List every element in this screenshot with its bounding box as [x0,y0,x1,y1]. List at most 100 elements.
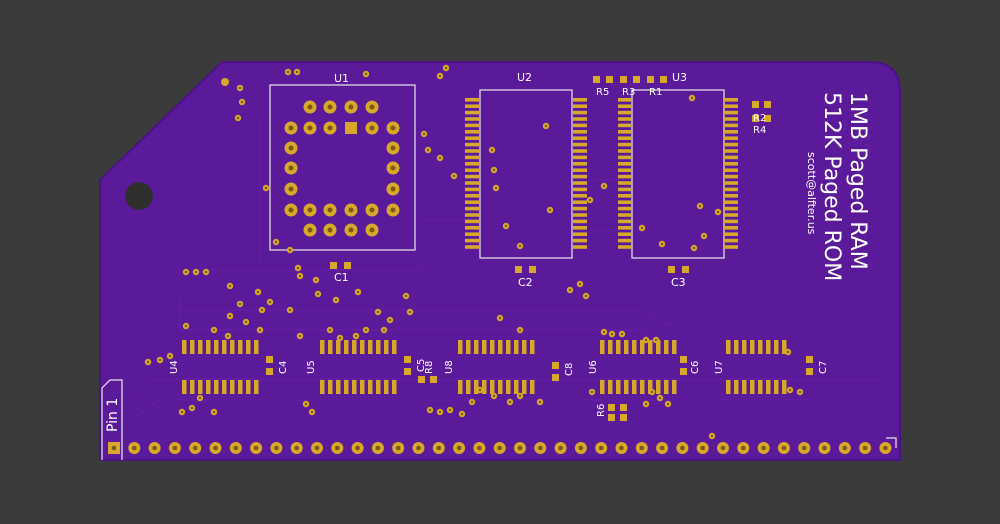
u2-pad [573,219,587,224]
passive-pads [266,76,813,421]
u1-pin1-pad [345,122,357,134]
via-hole [448,408,452,412]
u4-pad [246,340,251,354]
edge-hole [781,445,787,451]
label-u3: U3 [672,71,687,84]
label-r8: R8 [424,361,435,374]
via-hole [238,302,242,306]
u5-pad [328,380,333,394]
u5-pad [336,380,341,394]
u6-pad [600,380,605,394]
u2-pad [465,136,479,140]
u6-pad [640,380,645,394]
u2-pad [573,226,587,230]
u1-pin-hole [390,165,396,171]
u3-pad [724,238,738,243]
via-hole [438,410,442,414]
u8-pad [514,340,519,354]
u8-pad [514,380,519,394]
u3-pad [724,155,738,160]
edge-hole [822,445,827,451]
u4-pad [222,380,227,394]
via-hole [452,174,456,178]
u1-pin-hole [327,207,333,213]
u7-pad [782,380,787,394]
u6-pad [616,380,621,394]
u5-pad [328,340,333,354]
u2-pad [573,168,587,172]
via-hole [295,70,299,74]
edge-hole [842,445,848,451]
u2-pad [465,142,479,147]
u8-pad [522,380,527,394]
edge-hole [801,445,807,451]
u6-pad [600,340,605,354]
u4-pad [198,340,203,354]
u4-pad [206,380,211,394]
u5-pad [384,340,389,354]
u3-pad [724,232,738,236]
u4-pad [222,340,227,354]
u6-pad [624,340,629,354]
via-hole [654,338,658,342]
via-hole [492,394,496,398]
u2-pad [465,232,479,236]
via-hole [404,294,408,298]
via-hole [364,72,368,76]
u3-pad [724,117,738,121]
via-hole [238,86,242,90]
via-hole [338,336,342,340]
via-hole [146,360,150,364]
via-hole [298,334,302,338]
u6-pad [640,340,645,354]
u2-pad [573,98,587,102]
u1-pin-hole [348,104,354,110]
u7-pad [750,340,755,354]
u8-pad [530,380,535,394]
u6-pad [672,380,677,394]
edge-hole [436,445,442,451]
u3-pad [618,149,632,153]
via-hole [288,308,292,312]
u1-pin-hole [348,207,354,213]
via-hole [228,284,232,288]
u8-pad [498,380,503,394]
via-hole [180,410,184,414]
u5-pad [368,340,373,354]
u3-pad [618,219,632,224]
u3-pad [724,219,738,224]
via-hole [692,246,696,250]
u1-pin-hole [327,227,333,233]
u4-pad [238,340,243,354]
u7-pad [726,340,731,354]
u3-pad [724,142,738,147]
u2-pad [573,123,587,128]
via-hole [620,332,624,336]
board-title-ram: 1MB Paged RAM [845,92,870,270]
label-c5: C5 [416,359,427,372]
label-u6: U6 [588,360,599,374]
u8-pad [490,340,495,354]
u8-pad [474,380,479,394]
traces [129,99,880,421]
label-r6: R6 [596,404,607,417]
u1-pin-hole [390,125,396,131]
u3-pad [724,206,738,211]
label-u8: U8 [444,360,455,374]
via-hole [256,290,260,294]
u2-pad [465,238,479,243]
edge-hole [497,445,503,451]
label-c7: C7 [818,361,829,374]
u3-pad [724,181,738,185]
edge-hole [213,445,218,451]
u5-pad [392,340,397,354]
edge-hole [416,445,421,451]
u2-pad [465,123,479,128]
u6-pad [672,340,677,354]
u1-pin-hole [288,186,294,192]
edge-end-marker [886,437,897,448]
edge-hole [619,445,624,451]
u7-pad [726,380,731,394]
via-hole [286,70,290,74]
label-c3: C3 [671,276,686,289]
